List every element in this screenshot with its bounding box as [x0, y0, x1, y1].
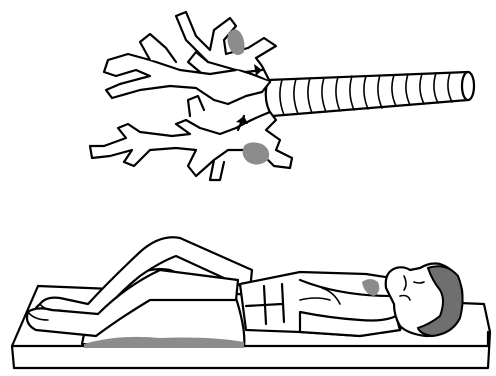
bronchial-tree [90, 12, 474, 180]
trachea [266, 72, 474, 116]
mucus-patch-upper [228, 29, 245, 55]
upper-bronchus [104, 12, 276, 104]
lower-bronchus [90, 96, 292, 180]
patient-positioning [12, 237, 490, 368]
patient-torso [240, 272, 410, 336]
